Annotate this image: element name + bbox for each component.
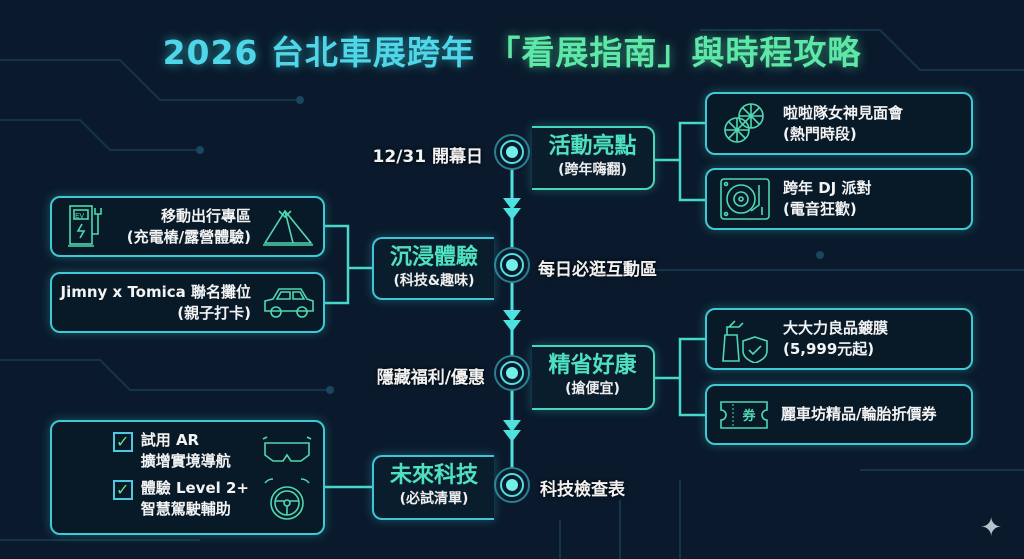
detail-cheerleaders: 啦啦隊女神見面會 (熱門時段): [705, 92, 973, 155]
timeline-label-daily: 每日必逛互動區: [538, 260, 657, 280]
tent-icon: [263, 209, 313, 246]
category-subtitle: (搶便宜): [565, 381, 620, 397]
detail-title: 移動出行專區: [160, 206, 251, 225]
ticket-icon: 券: [720, 400, 768, 429]
checklist-subtitle: 擴增實境導航: [140, 451, 231, 470]
timeline-label-opening-day: 12/31 開幕日: [372, 147, 483, 167]
car-icon: [264, 287, 314, 318]
page-title: 2026 台北車展跨年 「看展指南」與時程攻略: [0, 26, 1024, 74]
category-subtitle: (跨年嗨翻): [558, 162, 627, 178]
title-highlight: 「看展指南」: [487, 33, 692, 72]
checklist-subtitle: 智慧駕駛輔助: [140, 499, 231, 518]
turntable-icon: [720, 178, 770, 220]
title-part3: 與時程攻略: [691, 33, 862, 72]
timeline-arrows: [503, 198, 521, 442]
detail-subtitle: (充電樁/露營體驗): [126, 227, 251, 246]
ar-glasses-icon: [262, 435, 312, 462]
detail-title: 啦啦隊女神見面會: [783, 103, 904, 122]
spray-shield-icon: [722, 320, 768, 363]
detail-subtitle: (親子打卡): [177, 303, 251, 322]
timeline-label-tech-checklist: 科技檢查表: [540, 480, 625, 500]
svg-text:EV: EV: [75, 212, 84, 220]
category-deals: 精省好康 (搶便宜): [532, 345, 655, 410]
checklist-item-ar[interactable]: ✓ 試用 AR 擴增實境導航: [112, 430, 249, 472]
detail-subtitle: (熱門時段): [783, 124, 857, 143]
ev-charger-icon: EV: [68, 205, 102, 247]
category-title: 沉浸體驗: [389, 245, 478, 270]
detail-coupon: 券 麗車坊精品/輪胎折價券: [705, 384, 973, 445]
title-part1: 2026 台北車展跨年: [162, 33, 475, 72]
detail-title: Jimny x Tomica 聯名攤位: [60, 282, 251, 301]
category-title: 精省好康: [548, 353, 637, 378]
detail-tech-checklist: ✓ 試用 AR 擴增實境導航 ✓ 體驗 Level 2+ 智慧駕駛輔助: [50, 420, 325, 535]
detail-mobility-zone: EV 移動出行專區 (充電樁/露營體驗): [50, 196, 325, 257]
pompom-icon: [724, 102, 764, 143]
coupon-badge: 券: [741, 408, 756, 424]
category-title: 未來科技: [389, 463, 478, 488]
timeline-nodes: [494, 134, 530, 503]
detail-coating: 大大力良品鍍膜 (5,999元起): [705, 308, 973, 370]
category-highlights: 活動亮點 (跨年嗨翻): [532, 126, 655, 190]
detail-dj-party: 跨年 DJ 派對 (電音狂歡): [705, 168, 973, 230]
detail-subtitle: (電音狂歡): [783, 200, 857, 218]
detail-title: 大大力良品鍍膜: [783, 319, 889, 337]
category-title: 活動亮點: [548, 134, 637, 159]
checklist-title: 體驗 Level 2+: [140, 478, 249, 497]
category-subtitle: (必試清單): [399, 491, 469, 507]
detail-title: 麗車坊精品/輪胎折價券: [781, 405, 937, 423]
steering-wheel-icon: [264, 477, 310, 520]
category-future-tech: 未來科技 (必試清單): [372, 455, 494, 520]
detail-subtitle: (5,999元起): [783, 340, 875, 358]
checkbox-checked[interactable]: ✓: [112, 479, 133, 500]
checkbox-checked[interactable]: ✓: [112, 431, 133, 452]
detail-jimny-tomica: Jimny x Tomica 聯名攤位 (親子打卡): [50, 272, 325, 333]
checklist-item-adas[interactable]: ✓ 體驗 Level 2+ 智慧駕駛輔助: [112, 478, 249, 520]
timeline-label-perks: 隱藏福利/優惠: [376, 368, 485, 388]
detail-title: 跨年 DJ 派對: [783, 179, 872, 197]
sparkle-watermark-icon: ✦: [980, 513, 1002, 543]
checklist-title: 試用 AR: [140, 430, 200, 449]
category-subtitle: (科技&趣味): [393, 273, 475, 289]
category-immersive: 沉浸體驗 (科技&趣味): [372, 237, 494, 300]
